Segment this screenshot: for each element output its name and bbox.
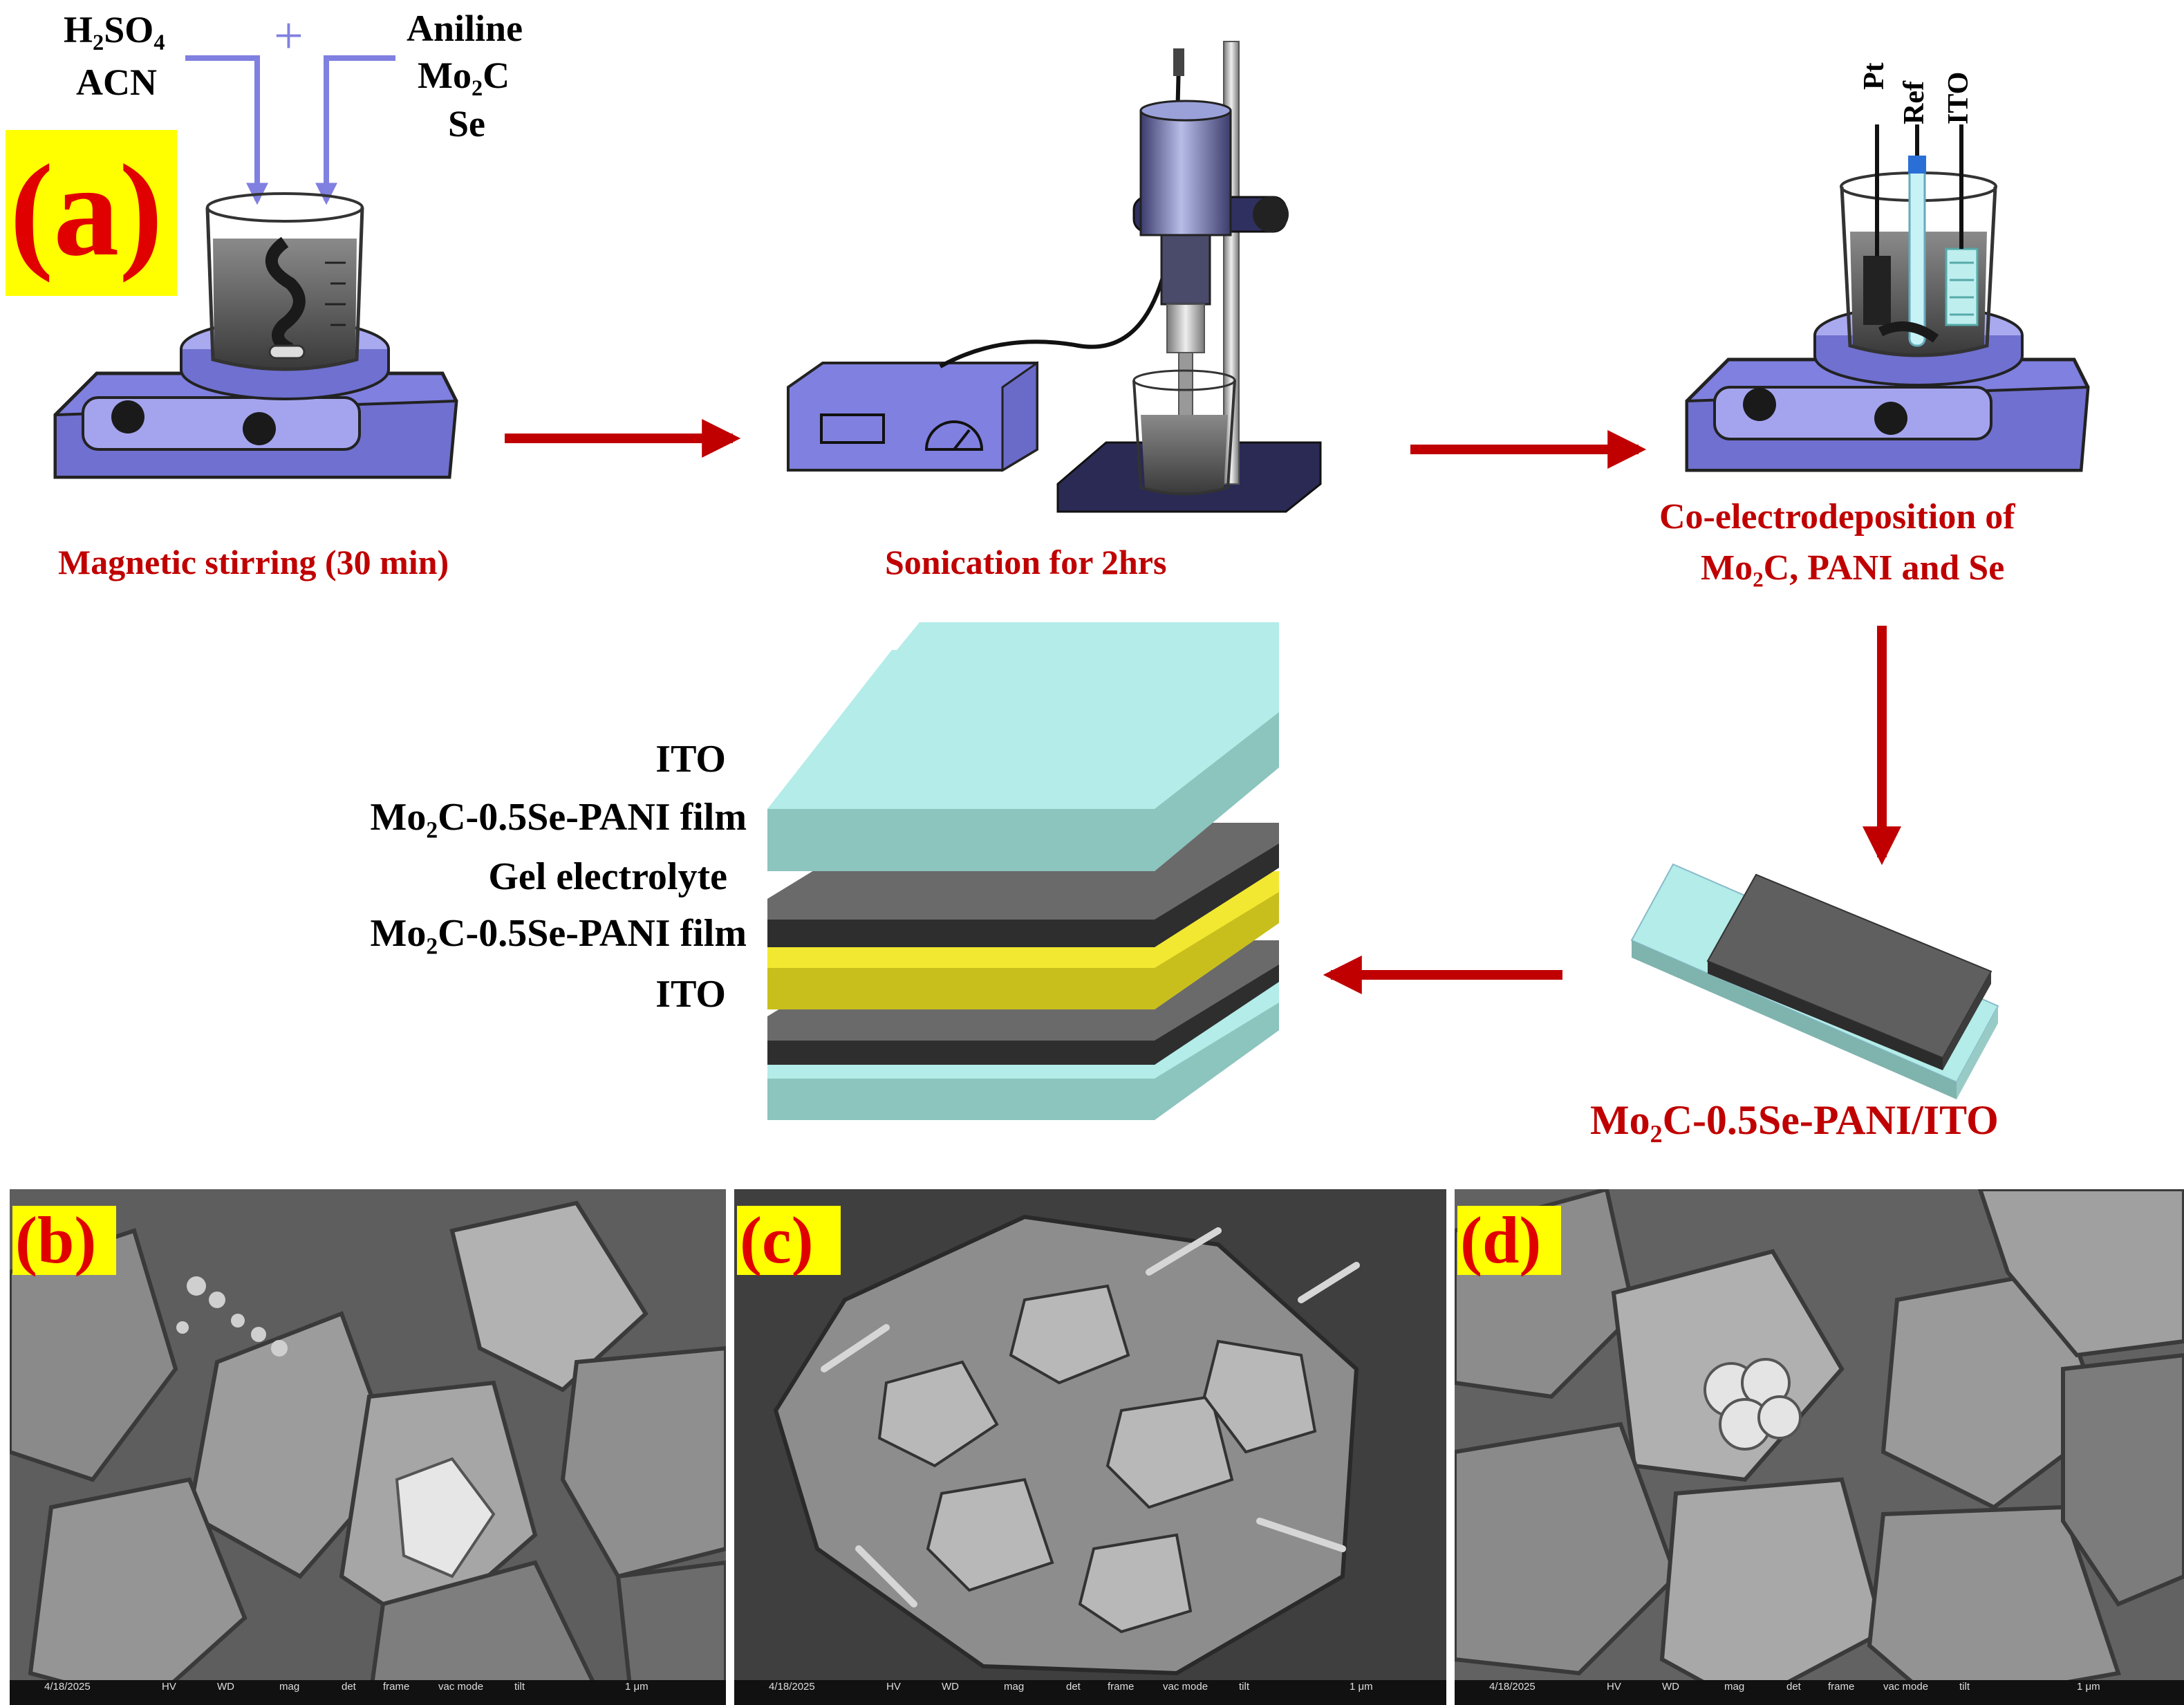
sem-b-date: 4/18/2025 — [44, 1681, 91, 1693]
sem-b-letter: (b) — [15, 1203, 97, 1277]
sem-d-tilt: tilt — [1959, 1681, 1970, 1693]
sem-b-tilt: tilt — [514, 1681, 525, 1693]
sem-b-info-bar: 4/18/2025 HV WD mag det frame vac mode t… — [10, 1680, 726, 1705]
sem-c-det: det — [1066, 1681, 1081, 1693]
sem-c-frame: frame — [1108, 1681, 1135, 1693]
reagent-se: Se — [448, 103, 485, 145]
sem-b-det: det — [342, 1681, 356, 1693]
sem-texture-b — [10, 1189, 726, 1705]
layer-label-ito-top: ITO — [655, 738, 726, 781]
sem-d-scale: 1 μm — [2077, 1681, 2100, 1693]
step-magnetic-stirring: Magnetic stirring (30 min) — [58, 543, 449, 581]
sem-c-wd: WD — [942, 1681, 959, 1693]
sem-c-letter: (c) — [740, 1203, 814, 1277]
panel-a-label-background — [6, 130, 177, 296]
reagent-mo2c: Mo₂C — [418, 55, 510, 96]
coated-ito-slide — [1630, 863, 1999, 1099]
sem-d-frame: frame — [1828, 1681, 1855, 1693]
sem-image-c: (c) 4/18/2025 HV WD mag det frame vac mo… — [734, 1189, 1446, 1705]
sem-c-vac: vac mode — [1163, 1681, 1208, 1693]
sem-b-mag: mag — [279, 1681, 300, 1693]
sem-b-frame: frame — [383, 1681, 410, 1693]
step-coated-ito: Mo₂C-0.5Se-PANI/ITO — [1590, 1097, 1999, 1143]
reagent-h2so4: H₂SO₄ — [64, 9, 165, 50]
step-sonication: Sonication for 2hrs — [885, 543, 1167, 581]
electrochemical-cell — [1840, 124, 1997, 357]
layer-label-film-bottom: Mo₂C-0.5Se-PANI film — [370, 912, 747, 955]
plus-sign: + — [274, 7, 304, 65]
step-co-electrodeposition-line2: Mo₂C, PANI and Se — [1701, 548, 2005, 588]
sem-b-vac: vac mode — [438, 1681, 484, 1693]
layer-label-film-top: Mo₂C-0.5Se-PANI film — [370, 796, 747, 839]
sem-d-info-bar: 4/18/2025 HV WD mag det frame vac mode t… — [1455, 1680, 2184, 1705]
sem-d-mag: mag — [1724, 1681, 1745, 1693]
sem-texture-d — [1455, 1189, 2184, 1705]
electrode-label-ito: ITO — [1943, 71, 1975, 124]
device-stack — [767, 622, 1279, 1120]
reagent-feed-arrows — [185, 55, 395, 205]
reagent-aniline: Aniline — [407, 8, 523, 49]
sem-b-wd: WD — [217, 1681, 234, 1693]
reagent-acn: ACN — [76, 62, 157, 103]
sem-d-hv: HV — [1607, 1681, 1621, 1693]
sem-c-scale: 1 μm — [1350, 1681, 1373, 1693]
sem-c-hv: HV — [886, 1681, 901, 1693]
sem-c-info-bar: 4/18/2025 HV WD mag det frame vac mode t… — [734, 1680, 1446, 1705]
sonicator — [787, 41, 1322, 513]
sem-c-mag: mag — [1004, 1681, 1025, 1693]
sem-c-date: 4/18/2025 — [769, 1681, 815, 1693]
beaker-stirring — [205, 192, 364, 371]
layer-label-gel: Gel electrolyte — [488, 855, 727, 898]
sem-d-det: det — [1786, 1681, 1801, 1693]
sem-d-date: 4/18/2025 — [1489, 1681, 1536, 1693]
electrode-label-pt: Pt — [1858, 62, 1890, 90]
sem-b-scale: 1 μm — [625, 1681, 648, 1693]
sem-d-letter: (d) — [1460, 1203, 1542, 1277]
sem-b-label-background — [12, 1206, 116, 1275]
electrode-label-ref: Ref — [1898, 81, 1930, 124]
sem-c-label-background — [737, 1206, 841, 1275]
panel-a-letter: (a) — [10, 138, 163, 283]
layer-label-ito-bottom: ITO — [655, 973, 726, 1016]
step-co-electrodeposition-line1: Co-electrodeposition of — [1659, 497, 2015, 537]
sem-b-hv: HV — [162, 1681, 176, 1693]
sem-d-label-background — [1457, 1206, 1561, 1275]
sem-texture-c — [734, 1189, 1446, 1705]
stack-layer-labels: ITO Mo₂C-0.5Se-PANI film Gel electrolyte… — [138, 733, 747, 1030]
panel-a-drawing — [53, 41, 2090, 1120]
sem-image-d: (d) 4/18/2025 HV WD mag det frame vac mo… — [1455, 1189, 2184, 1705]
sem-d-wd: WD — [1662, 1681, 1679, 1693]
sem-c-tilt: tilt — [1239, 1681, 1249, 1693]
sem-d-vac: vac mode — [1883, 1681, 1929, 1693]
sem-image-b: (b) 4/18/2025 HV WD mag det frame vac mo… — [10, 1189, 726, 1705]
electrodeposition-stirrer — [1685, 305, 2090, 472]
